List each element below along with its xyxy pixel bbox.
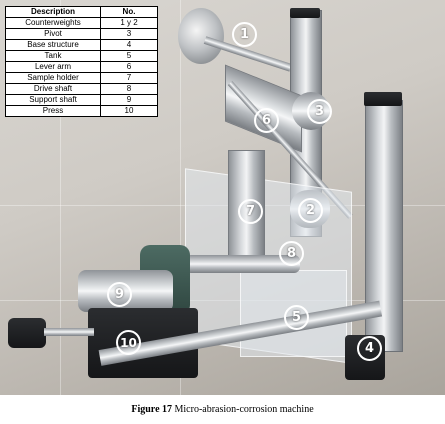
floor-tile-line xyxy=(180,0,181,395)
legend-description: Support shaft xyxy=(5,94,101,106)
legend-number: 8 xyxy=(100,83,158,95)
legend-row: Support shaft 9 xyxy=(5,94,158,106)
legend-row: Tank 5 xyxy=(5,50,158,62)
legend-row: Press 10 xyxy=(5,105,158,117)
press-screw xyxy=(44,328,94,336)
legend-row: Pivot 3 xyxy=(5,28,158,40)
legend-number: 9 xyxy=(100,94,158,106)
upright-front-cap xyxy=(364,92,402,106)
legend-row: Counterweights 1 y 2 xyxy=(5,17,158,29)
label-4: 4 xyxy=(357,336,382,361)
floor-tile-line xyxy=(60,0,61,395)
legend-description: Lever arm xyxy=(5,61,101,73)
legend-description: Press xyxy=(5,105,101,117)
legend-description: Base structure xyxy=(5,39,101,51)
legend-number: 6 xyxy=(100,61,158,73)
label-3: 3 xyxy=(307,99,332,124)
legend-header-description: Description xyxy=(5,6,101,18)
figure-number: Figure 17 xyxy=(131,404,173,415)
legend-header-row: Description No. xyxy=(5,6,158,18)
figure-caption: Figure 17 Micro-abrasion-corrosion machi… xyxy=(0,404,445,415)
upright-rear-cap xyxy=(290,8,320,18)
legend-number: 7 xyxy=(100,72,158,84)
legend-description: Drive shaft xyxy=(5,83,101,95)
legend-description: Counterweights xyxy=(5,17,101,29)
legend-number: 4 xyxy=(100,39,158,51)
legend-description: Pivot xyxy=(5,28,101,40)
legend-number: 1 y 2 xyxy=(100,17,158,29)
label-8: 8 xyxy=(279,241,304,266)
legend-header-no: No. xyxy=(100,6,158,18)
machine-photo: 1 2 3 4 5 6 7 8 9 10 Description No. Cou… xyxy=(0,0,445,395)
label-2: 2 xyxy=(298,198,323,223)
label-9: 9 xyxy=(107,282,132,307)
legend-number: 3 xyxy=(100,28,158,40)
label-1: 1 xyxy=(232,22,257,47)
legend-row: Sample holder 7 xyxy=(5,72,158,84)
legend-number: 10 xyxy=(100,105,158,117)
legend-row: Drive shaft 8 xyxy=(5,83,158,95)
legend-number: 5 xyxy=(100,50,158,62)
label-7: 7 xyxy=(238,199,263,224)
press-knob xyxy=(8,318,46,348)
counterweight-disc xyxy=(178,8,224,64)
legend-row: Lever arm 6 xyxy=(5,61,158,73)
figure-caption-text: Micro-abrasion-corrosion machine xyxy=(172,404,314,415)
legend-row: Base structure 4 xyxy=(5,39,158,51)
drive-shaft xyxy=(185,255,300,273)
label-10: 10 xyxy=(116,330,141,355)
label-6: 6 xyxy=(254,108,279,133)
label-5: 5 xyxy=(284,305,309,330)
legend-description: Tank xyxy=(5,50,101,62)
legend-table: Description No. Counterweights 1 y 2 Piv… xyxy=(5,6,158,117)
legend-description: Sample holder xyxy=(5,72,101,84)
